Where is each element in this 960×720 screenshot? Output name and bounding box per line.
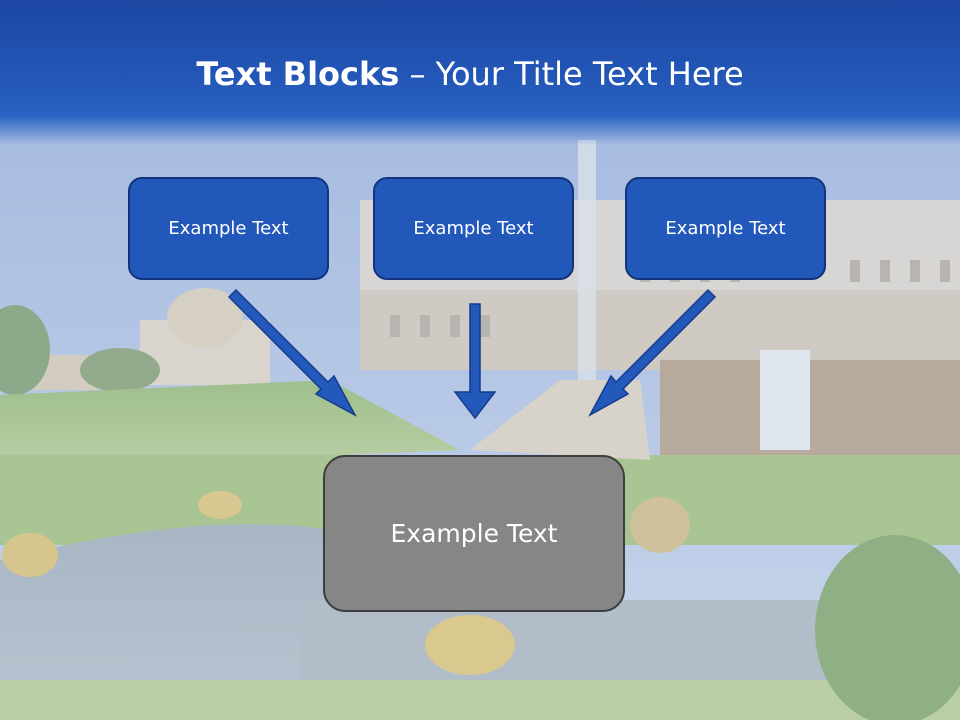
text-block-1[interactable]: Example Text <box>128 177 329 280</box>
header-band <box>0 0 960 145</box>
text-block-2-label: Example Text <box>413 218 534 239</box>
text-block-1-label: Example Text <box>168 218 289 239</box>
title-rest-part: – Your Title Text Here <box>409 55 744 93</box>
text-block-2[interactable]: Example Text <box>373 177 574 280</box>
slide-title: Text Blocks – Your Title Text Here <box>0 52 940 96</box>
target-block-label: Example Text <box>390 519 558 548</box>
target-block[interactable]: Example Text <box>323 455 625 612</box>
text-block-3[interactable]: Example Text <box>625 177 826 280</box>
text-block-3-label: Example Text <box>665 218 786 239</box>
title-bold-part: Text Blocks <box>196 55 400 93</box>
